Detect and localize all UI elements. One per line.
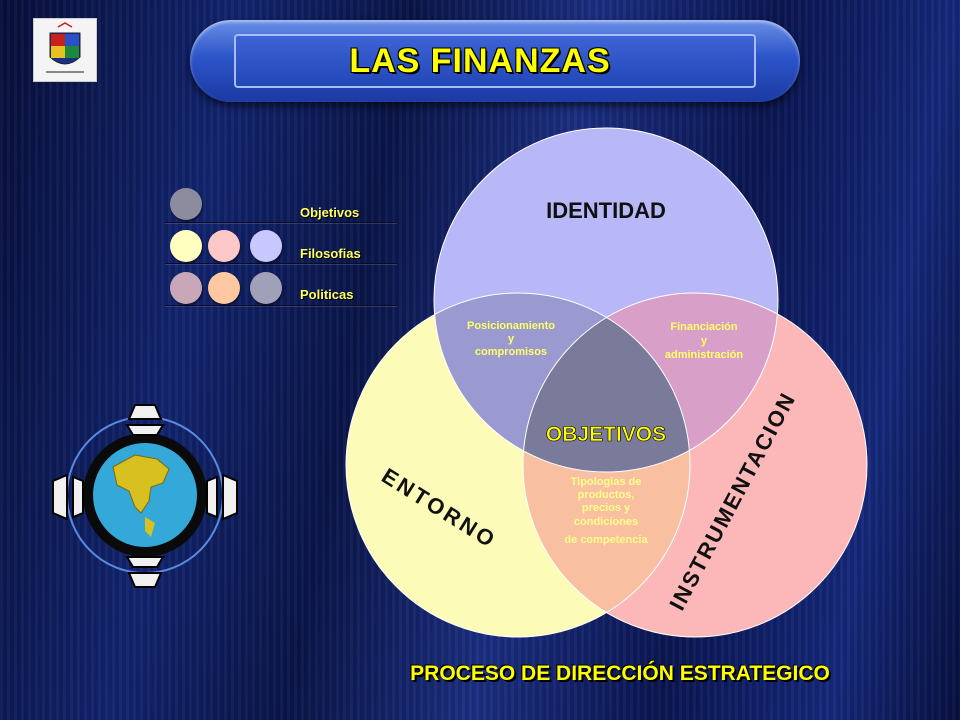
legend-divider	[165, 263, 397, 264]
continent-shape	[145, 517, 155, 537]
legend-dot-filosofias-2	[208, 230, 240, 262]
footer-caption: PROCESO DE DIRECCIÓN ESTRATEGICO	[410, 662, 830, 685]
legend-dot-filosofias-1	[170, 230, 202, 262]
legend-label-filosofias: Filosofias	[300, 246, 361, 261]
page-title: LAS FINANZAS	[349, 42, 611, 80]
arrow-up-icon	[125, 404, 165, 436]
globe-illustration	[52, 404, 238, 588]
legend-label-objetivos: Objetivos	[300, 205, 360, 220]
overlap-label-bottom: Tipologias de productos, precios y condi…	[564, 476, 648, 546]
overlap-label-top-right: Financiación y administración	[665, 321, 744, 361]
title-banner-inner	[234, 34, 756, 88]
arrow-right-icon	[206, 473, 238, 521]
overlap-text: de competencia	[564, 534, 648, 546]
title-banner	[190, 20, 800, 102]
label-identidad: IDENTIDAD	[546, 198, 666, 223]
outline-instrumentacion	[522, 292, 868, 638]
overlap-text: y	[701, 335, 708, 347]
legend-divider	[165, 305, 397, 306]
legend-dot-politicas-1	[170, 272, 202, 304]
outline-entorno	[345, 292, 691, 638]
overlap-text: productos,	[578, 489, 635, 501]
legend-dot-politicas-3	[250, 272, 282, 304]
legend-dot-politicas-2	[208, 272, 240, 304]
overlap-text: Financiación	[670, 321, 738, 333]
overlap-text: Posicionamiento	[467, 320, 555, 332]
crest-icon	[46, 22, 84, 73]
legend-label-politicas: Politicas	[300, 287, 354, 302]
arrow-down-icon	[125, 556, 165, 588]
overlap-center	[523, 293, 690, 472]
legend-divider	[165, 222, 397, 223]
overlap-text: compromisos	[475, 346, 547, 358]
overlap-text: administración	[665, 349, 744, 361]
legend: Objetivos Filosofias Politicas	[165, 186, 405, 311]
outline-identidad	[433, 127, 779, 473]
continent-shape	[112, 454, 170, 514]
overlap-text: condiciones	[574, 516, 638, 528]
overlap-label-top-left: Posicionamiento y compromisos	[467, 320, 555, 358]
arrow-left-icon	[52, 473, 84, 521]
label-objetivos: OBJETIVOS	[546, 423, 666, 446]
legend-dot-objetivos	[170, 188, 202, 220]
overlap-text: precios y	[582, 502, 631, 514]
overlap-text: y	[508, 333, 515, 345]
overlap-text: Tipologias de	[571, 476, 642, 488]
institution-logo	[33, 18, 97, 82]
legend-dot-filosofias-3	[250, 230, 282, 262]
